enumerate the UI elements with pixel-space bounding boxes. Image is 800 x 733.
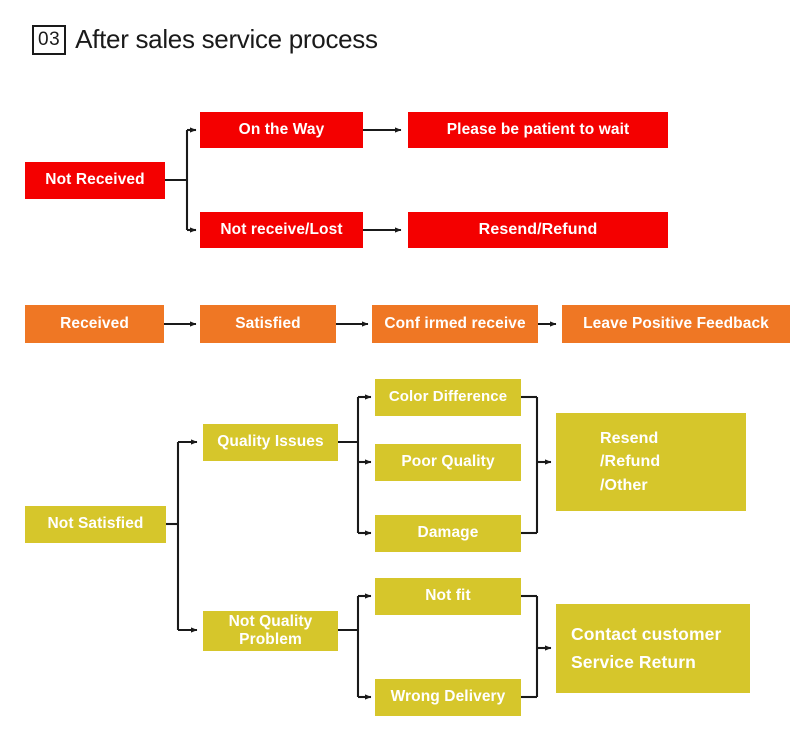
node-not-satisfied[interactable]: Not Satisfied — [25, 506, 166, 543]
node-poor-quality[interactable]: Poor Quality — [375, 444, 521, 481]
node-on-the-way[interactable]: On the Way — [200, 112, 363, 148]
node-color-difference[interactable]: Color Difference — [375, 379, 521, 416]
node-please-be-patient-to-wait[interactable]: Please be patient to wait — [408, 112, 668, 148]
node-quality-issues[interactable]: Quality Issues — [203, 424, 338, 461]
node-confirmed-receive[interactable]: Conf irmed receive — [372, 305, 538, 343]
node-satisfied[interactable]: Satisfied — [200, 305, 336, 343]
section-number-badge: 03 — [32, 24, 67, 55]
node-not-quality-problem[interactable]: Not Quality Problem — [203, 611, 338, 651]
node-not-fit[interactable]: Not fit — [375, 578, 521, 615]
node-wrong-delivery[interactable]: Wrong Delivery — [375, 679, 521, 716]
node-not-receive-lost[interactable]: Not receive/Lost — [200, 212, 363, 248]
node-resend-refund-other[interactable]: Resend /Refund /Other — [556, 413, 746, 511]
node-not-received[interactable]: Not Received — [25, 162, 165, 199]
node-damage[interactable]: Damage — [375, 515, 521, 552]
node-leave-positive-feedback[interactable]: Leave Positive Feedback — [562, 305, 790, 343]
page-title-text: After sales service process — [75, 24, 378, 54]
node-contact-customer-service-return[interactable]: Contact customer Service Return — [556, 604, 750, 693]
page-title: 03 After sales service process — [32, 24, 378, 55]
node-received[interactable]: Received — [25, 305, 164, 343]
node-resend-refund[interactable]: Resend/Refund — [408, 212, 668, 248]
